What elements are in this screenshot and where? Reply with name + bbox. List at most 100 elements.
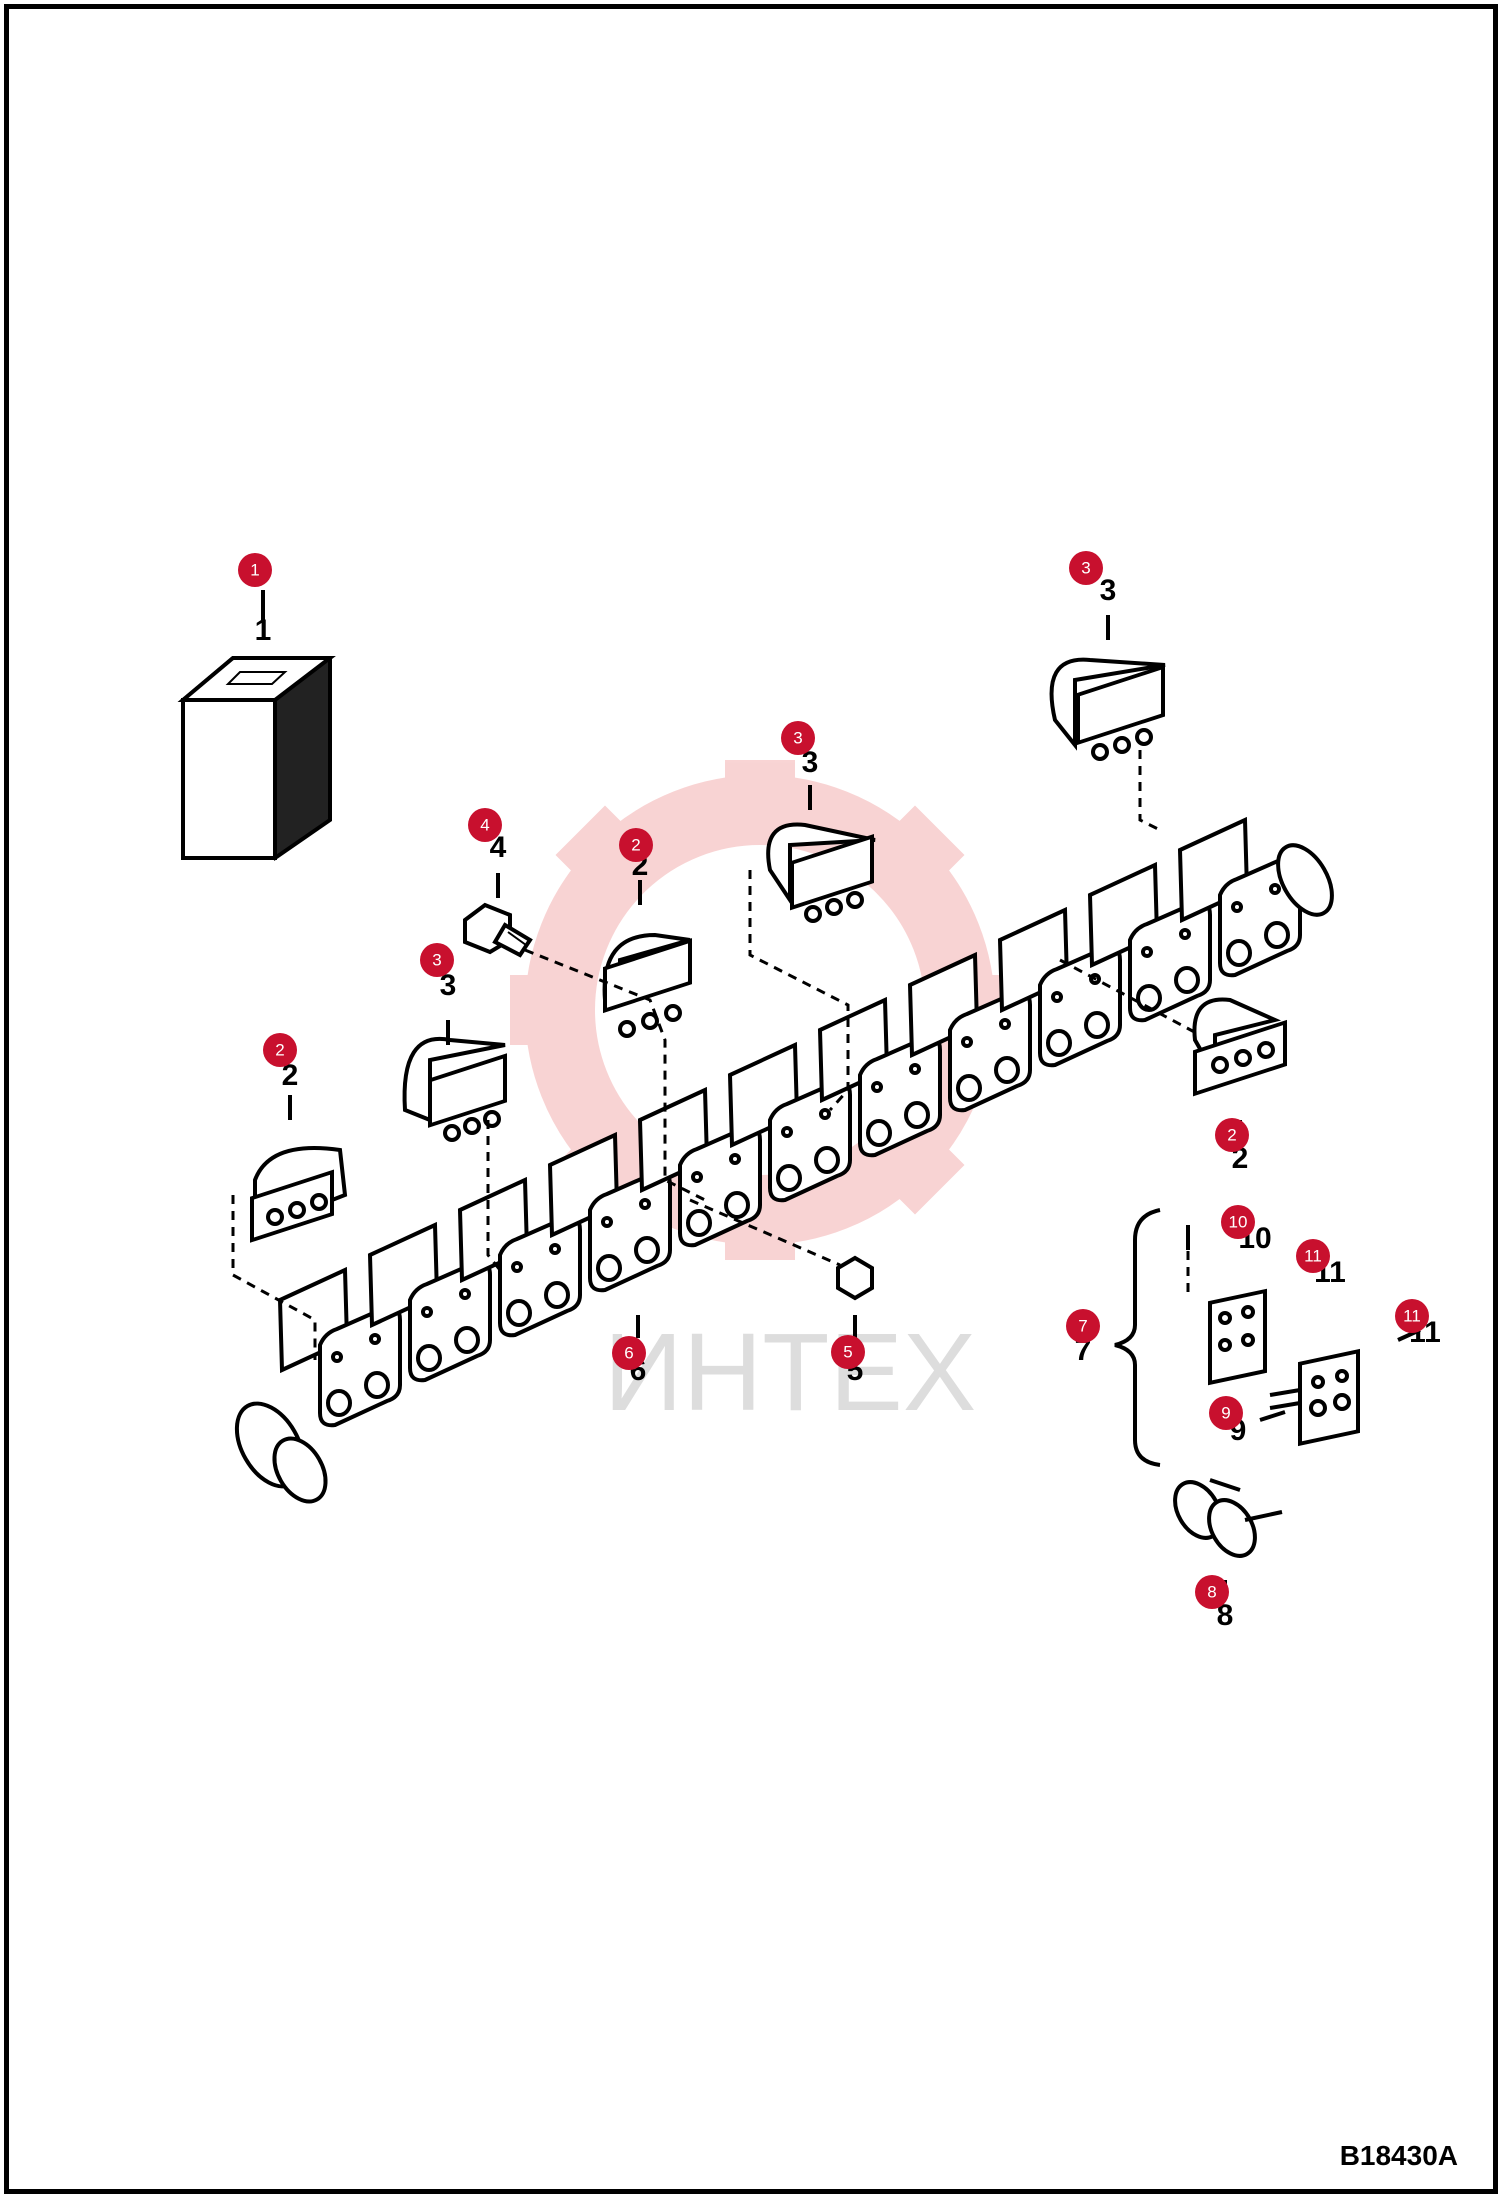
callout-9: 99 bbox=[1209, 1396, 1246, 1447]
chain-hole bbox=[961, 1036, 973, 1048]
chain-hole bbox=[369, 1333, 381, 1345]
callout-dot bbox=[1395, 1299, 1429, 1333]
callout-number: 1 bbox=[250, 561, 259, 580]
chain-hole bbox=[549, 1243, 561, 1255]
attachment-3-a bbox=[402, 1036, 507, 1142]
chain-hole bbox=[639, 1198, 651, 1210]
callout-number: 3 bbox=[793, 729, 802, 748]
chain-pin bbox=[686, 1209, 712, 1237]
callout-3: 33 bbox=[420, 943, 456, 1002]
callout-dot bbox=[1215, 1118, 1249, 1152]
chain-pin bbox=[1264, 921, 1290, 949]
chain-pin bbox=[776, 1164, 802, 1192]
callout-number: 8 bbox=[1207, 1583, 1216, 1602]
chain-pin bbox=[1136, 984, 1162, 1012]
attachment-2-c bbox=[1192, 997, 1287, 1097]
callout-6: 66 bbox=[612, 1336, 646, 1387]
callout-number: 3 bbox=[1081, 559, 1090, 578]
chain-pin bbox=[814, 1146, 840, 1174]
callout-8: 88 bbox=[1195, 1575, 1233, 1632]
callout-dot bbox=[612, 1336, 646, 1370]
callout-7: 77 bbox=[1066, 1309, 1100, 1367]
chain-hole bbox=[1269, 883, 1281, 895]
chain-hole bbox=[331, 1351, 343, 1363]
callout-label: 3 bbox=[1100, 574, 1117, 607]
callout-number: 5 bbox=[843, 1343, 852, 1362]
nut-5 bbox=[836, 1255, 874, 1301]
callout-number: 9 bbox=[1221, 1404, 1230, 1423]
callout-dot bbox=[420, 943, 454, 977]
chain-hole bbox=[1231, 901, 1243, 913]
callout-dot bbox=[1066, 1309, 1100, 1343]
chain-pin bbox=[416, 1344, 442, 1372]
callout-label: 8 bbox=[1217, 1599, 1234, 1632]
chain-hole bbox=[1179, 928, 1191, 940]
callout-dot bbox=[781, 721, 815, 755]
callout-3: 33 bbox=[1069, 551, 1116, 607]
callout-number: 2 bbox=[275, 1041, 284, 1060]
attachment-3-b bbox=[766, 822, 876, 923]
chain-pin bbox=[326, 1389, 352, 1417]
offset-plate-7a bbox=[1208, 1288, 1267, 1386]
callout-1: 11 bbox=[238, 553, 272, 647]
drawing-id: B18430A bbox=[1339, 2140, 1458, 2171]
chain-hole bbox=[511, 1261, 523, 1273]
chain-hole bbox=[999, 1018, 1011, 1030]
chain-hole bbox=[871, 1081, 883, 1093]
callout-number: 11 bbox=[1403, 1307, 1421, 1326]
callout-3: 33 bbox=[781, 721, 818, 779]
callout-label: 2 bbox=[282, 1059, 299, 1092]
callout-5: 55 bbox=[831, 1335, 865, 1387]
dashed-leaders bbox=[231, 750, 1201, 1360]
callout-number: 6 bbox=[624, 1344, 633, 1363]
chain-pin bbox=[904, 1101, 930, 1129]
callout-number: 2 bbox=[631, 836, 640, 855]
chain-hole bbox=[819, 1108, 831, 1120]
chain-hole bbox=[729, 1153, 741, 1165]
offset-plate-7b bbox=[1269, 1348, 1360, 1447]
callout-dot bbox=[1221, 1205, 1255, 1239]
attachment-2-a bbox=[250, 1146, 348, 1243]
callout-dot bbox=[1069, 551, 1103, 585]
connector-link-8 bbox=[1173, 1478, 1283, 1558]
chain-pin bbox=[866, 1119, 892, 1147]
callout-4: 44 bbox=[468, 808, 507, 864]
chain-pin bbox=[1046, 1029, 1072, 1057]
chain-hole bbox=[781, 1126, 793, 1138]
callout-2: 22 bbox=[1215, 1118, 1249, 1175]
callout-dot bbox=[831, 1335, 865, 1369]
chain-hole bbox=[459, 1288, 471, 1300]
callout-number: 2 bbox=[1227, 1126, 1236, 1145]
attachments bbox=[250, 657, 1360, 1558]
callout-dot bbox=[263, 1033, 297, 1067]
chain-pin bbox=[1084, 1011, 1110, 1039]
callout-2: 22 bbox=[619, 828, 653, 882]
callout-number: 11 bbox=[1304, 1247, 1322, 1266]
bolt-4 bbox=[463, 902, 533, 958]
bracket-7 bbox=[1114, 1208, 1161, 1467]
callout-dot bbox=[238, 553, 272, 587]
attachment-2-b bbox=[602, 932, 692, 1038]
callout-dot bbox=[1195, 1575, 1229, 1609]
callout-label: 1 bbox=[255, 614, 272, 647]
chain-pin bbox=[544, 1281, 570, 1309]
chain-pin bbox=[1226, 939, 1252, 967]
callout-2: 22 bbox=[263, 1033, 298, 1092]
chain-pin bbox=[994, 1056, 1020, 1084]
callout-number: 3 bbox=[432, 951, 441, 970]
chain-pin bbox=[596, 1254, 622, 1282]
chain-pin bbox=[956, 1074, 982, 1102]
attachment-3-c bbox=[1049, 657, 1166, 761]
chain-pin bbox=[1174, 966, 1200, 994]
watermark-text: ИНТЕХ bbox=[604, 1311, 976, 1434]
chain-pin bbox=[506, 1299, 532, 1327]
callout-label: 3 bbox=[802, 746, 819, 779]
chain-hole bbox=[601, 1216, 613, 1228]
callout-number: 10 bbox=[1229, 1213, 1248, 1232]
chain-hole bbox=[1051, 991, 1063, 1003]
